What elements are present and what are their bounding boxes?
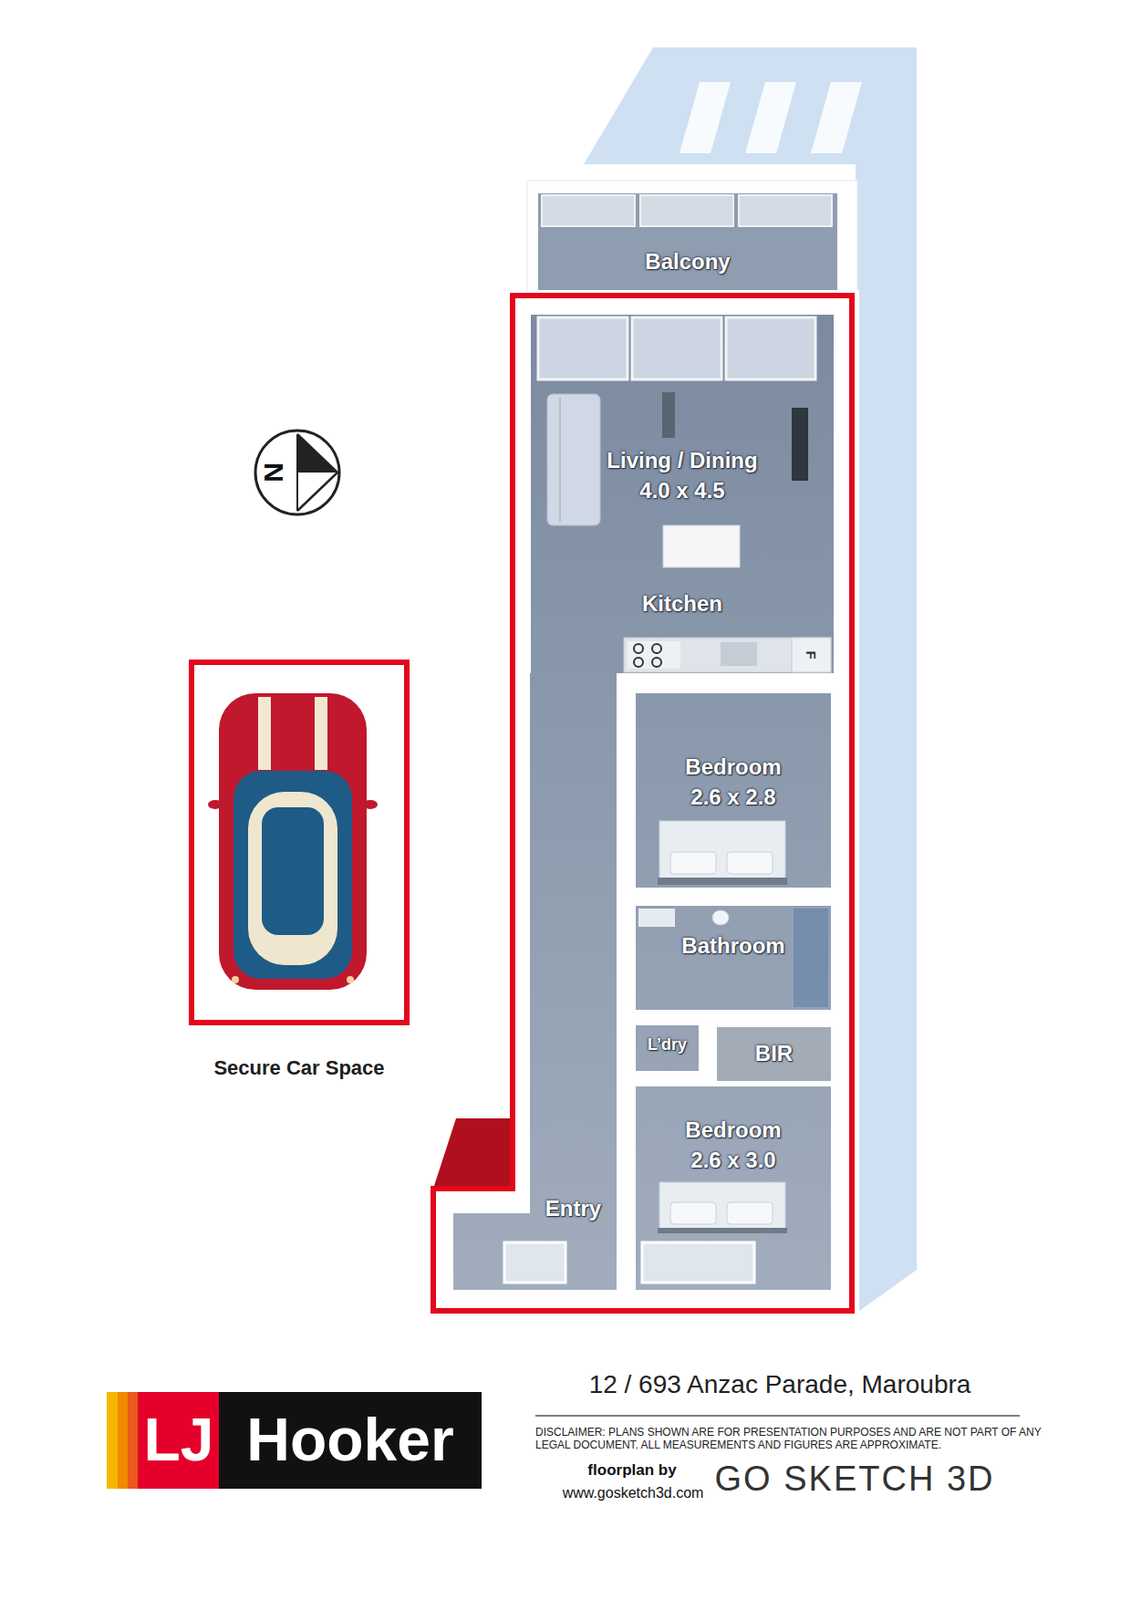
- car-sunroof: [261, 807, 324, 935]
- room-label: Balcony: [644, 249, 730, 276]
- balcony-floor: [538, 193, 838, 291]
- laundry-area: L’dry: [635, 1025, 699, 1069]
- logo-stripe: [117, 1391, 128, 1489]
- car-hood-stripe: [314, 696, 328, 770]
- window-glass: [726, 317, 816, 380]
- car-light: [231, 975, 239, 984]
- property-outline: [433, 295, 852, 1311]
- car-roof-panel: [248, 791, 338, 965]
- bed: [659, 1182, 786, 1230]
- logo-stripe: [106, 1391, 118, 1489]
- pillow: [670, 1202, 716, 1225]
- fridge-marker: F: [802, 650, 820, 659]
- bed-headboard: [657, 1227, 788, 1234]
- car-hood-stripe: [258, 696, 271, 770]
- kitchen-area: Kitchen: [530, 556, 834, 635]
- vanity: [638, 908, 675, 927]
- bed-headboard: [657, 877, 788, 885]
- room-label: Entry: [545, 1195, 602, 1223]
- balcony-glass: [738, 195, 832, 227]
- room-dimension: 2.6 x 2.8: [690, 784, 776, 811]
- apartment-walls: [426, 290, 860, 1318]
- room-area: Bedroom 2.6 x 3.0: [635, 1086, 831, 1290]
- balcony-wall: [527, 180, 858, 300]
- window-glass: [642, 1242, 755, 1283]
- shadow-window-stripe: [679, 82, 731, 154]
- balcony-glass: [640, 195, 734, 227]
- room-floor: [635, 905, 831, 1010]
- room-dimension: 2.6 x 3.0: [690, 1147, 776, 1174]
- kitchen-sink: [720, 642, 758, 666]
- parking-space: Secure Car Space: [188, 659, 410, 1026]
- car-roof: [233, 770, 353, 979]
- room-label: Living / Dining: [606, 447, 758, 475]
- address-title: 12 / 693 Anzac Parade, Maroubra: [589, 1369, 972, 1401]
- logo-black-block: [218, 1391, 482, 1489]
- car-body: [218, 693, 367, 990]
- balcony-glass: [541, 195, 635, 227]
- cooktop-burner: [652, 657, 662, 667]
- bed: [659, 820, 786, 880]
- side-table: [662, 392, 675, 438]
- address-underline: [535, 1414, 1020, 1417]
- room-label: BIR: [755, 1040, 793, 1068]
- window-glass: [504, 1242, 566, 1283]
- logo-initials: LJ: [143, 1403, 214, 1476]
- shadow-window-stripe: [810, 82, 862, 154]
- pillow: [726, 851, 773, 874]
- room-area: Bedroom 2.6 x 2.8: [635, 693, 831, 888]
- room-floor: [529, 673, 617, 1290]
- toilet: [712, 910, 729, 925]
- kitchen-counter: [623, 637, 831, 673]
- cooktop-burner: [633, 643, 644, 654]
- room-label: Bedroom: [684, 1117, 781, 1144]
- compass-arrow-fill: [297, 434, 338, 473]
- brand-logo-text: GO SKETCH 3D: [715, 1458, 996, 1501]
- window-glass: [538, 317, 628, 380]
- kitchen-island: [663, 525, 740, 568]
- entry-stair: [433, 1118, 511, 1189]
- credit-label: floorplan by: [587, 1461, 676, 1480]
- credit-url: www.gosketch3d.com: [562, 1483, 705, 1502]
- cooktop-burner: [633, 657, 644, 667]
- room-dimension: 4.0 x 4.5: [639, 477, 725, 505]
- room-label: Secure Car Space: [213, 1056, 384, 1080]
- shadow-window-stripe: [745, 82, 797, 154]
- storage-box: BIR: [716, 1027, 831, 1081]
- room-label: Kitchen: [642, 591, 723, 618]
- logo-wordmark: Hooker: [246, 1403, 454, 1476]
- sofa: [547, 394, 601, 526]
- room-floor: [453, 1213, 617, 1290]
- car-light: [346, 975, 354, 984]
- logo-stripe: [127, 1391, 138, 1489]
- room-label: Bedroom: [684, 754, 781, 781]
- room-label: L’dry: [647, 1035, 687, 1056]
- room-floor: [530, 314, 834, 674]
- pillow: [670, 851, 716, 874]
- compass-north-letter: N: [257, 462, 291, 483]
- room-floor: [635, 1025, 699, 1071]
- cooktop-burner: [652, 643, 662, 654]
- room-floor: [635, 693, 831, 888]
- disclaimer-note: DISCLAIMER: PLANS SHOWN ARE FOR PRESENTA…: [535, 1425, 1042, 1453]
- pillow: [726, 1202, 773, 1225]
- room-area: Living / Dining4.0 x 4.5: [530, 314, 834, 534]
- room-area: Bathroom: [635, 905, 831, 1010]
- compass-ring: [255, 430, 340, 515]
- window-glass: [632, 317, 722, 380]
- cooktop: [627, 641, 681, 669]
- compass-arrow: [297, 434, 338, 511]
- balcony-area: Balcony: [538, 228, 838, 289]
- room-floor: [635, 1086, 831, 1290]
- shower-glass: [793, 908, 829, 1007]
- logo-red-block: [137, 1391, 219, 1489]
- entry-area: Entry: [529, 1185, 617, 1237]
- television: [791, 407, 809, 481]
- room-label: Bathroom: [681, 933, 785, 960]
- sofa-cushion-line: [559, 397, 561, 522]
- fridge: [791, 637, 831, 673]
